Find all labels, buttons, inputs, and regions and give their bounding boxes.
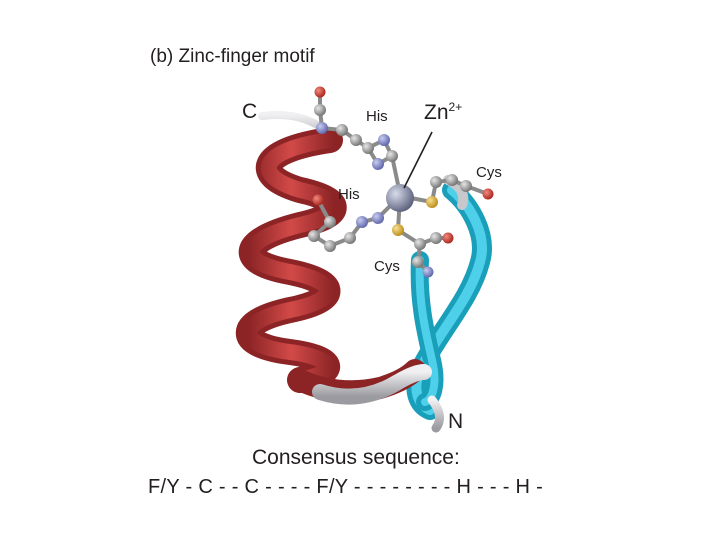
zinc-pointer <box>403 131 433 189</box>
figure-title: (b) Zinc-finger motif <box>150 46 315 67</box>
loop-coil <box>312 364 432 405</box>
his-top-label: His <box>366 108 388 125</box>
n-terminal-coil <box>427 395 444 433</box>
c-terminus-label: C <box>242 100 258 123</box>
his-left-label: His <box>338 186 360 203</box>
n-terminus-label: N <box>448 410 464 433</box>
atoms <box>308 86 494 278</box>
cys-right-label: Cys <box>476 164 502 181</box>
zinc-label: Zn2+ <box>424 100 462 125</box>
cys-bottom-label: Cys <box>374 258 400 275</box>
beta-sheet <box>406 175 492 420</box>
zinc-symbol: Zn <box>424 101 449 124</box>
zinc-charge: 2+ <box>448 100 463 114</box>
consensus-title: Consensus sequence: <box>252 446 460 469</box>
zinc-ion <box>386 184 414 212</box>
consensus-sequence: F/Y - C - - C - - - - F/Y - - - - - - - … <box>148 476 544 498</box>
